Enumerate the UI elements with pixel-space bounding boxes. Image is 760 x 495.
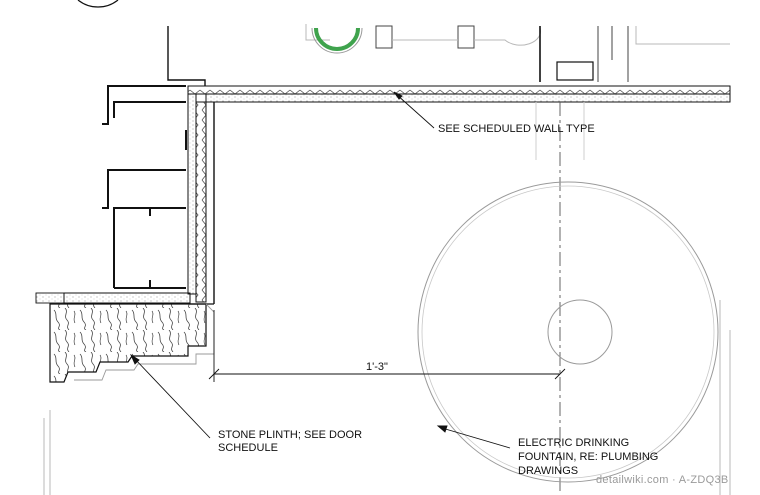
plinth-leader	[129, 353, 211, 439]
stone-plinth	[49, 303, 215, 383]
watermark: detailwiki.com · A-ZDQ3B	[596, 474, 729, 486]
top-fixtures	[167, 24, 730, 86]
plinth-note-line2: SCHEDULE	[218, 442, 278, 454]
dimension-line	[208, 310, 566, 382]
wall-type-leader	[393, 91, 435, 129]
fountain-note-line1: ELECTRIC DRINKING	[518, 437, 629, 449]
grid-bubble	[77, 0, 119, 8]
sill-wall	[35, 292, 191, 304]
vertical-wall	[187, 93, 215, 305]
horizontal-wall	[187, 85, 731, 103]
drinking-fountain	[417, 181, 731, 495]
wall-type-note: SEE SCHEDULED WALL TYPE	[438, 123, 595, 135]
dimension-text: 1'-3"	[366, 361, 388, 373]
lower-left-lines	[43, 410, 51, 495]
fountain-note-line3: DRAWINGS	[518, 465, 578, 477]
fountain-outline	[535, 102, 585, 160]
accent-fixture	[314, 27, 360, 51]
door-frame	[102, 85, 187, 289]
plinth-note-line1: STONE PLINTH; SEE DOOR	[218, 429, 362, 441]
fountain-note-line2: FOUNTAIN, RE: PLUMBING	[518, 451, 658, 463]
fountain-leader	[436, 425, 511, 449]
